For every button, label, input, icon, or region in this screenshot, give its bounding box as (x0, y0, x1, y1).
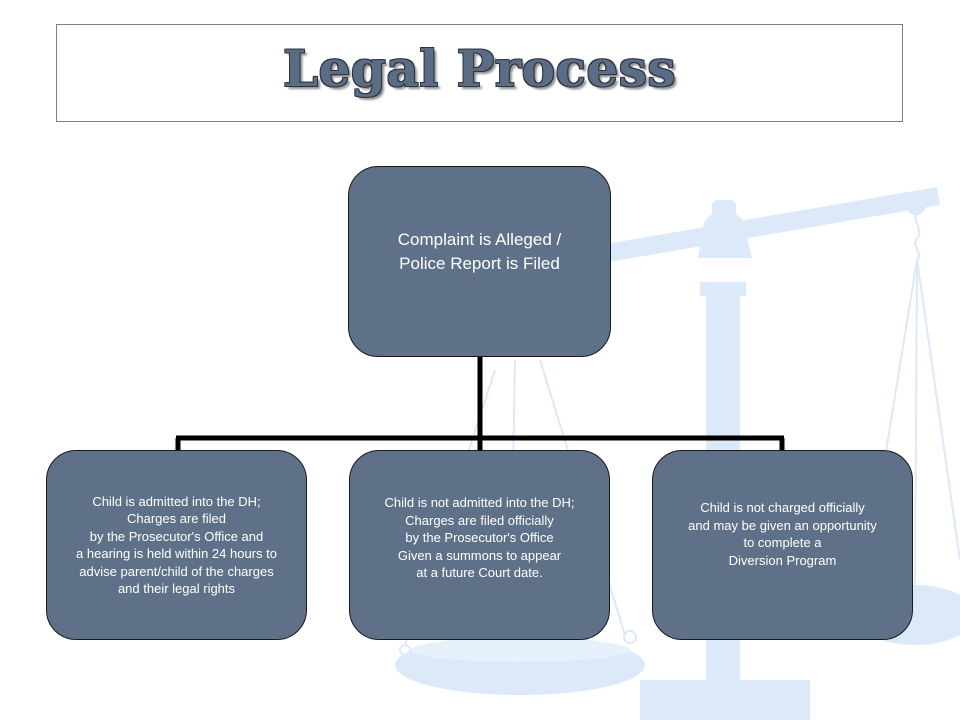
node-admitted-into-dh: Child is admitted into the DH; Charges a… (46, 450, 307, 640)
node-complaint-alleged: Complaint is Alleged / Police Report is … (348, 166, 611, 357)
node-not-admitted-into-dh-text: Child is not admitted into the DH; Charg… (384, 495, 575, 581)
node-admitted-into-dh-text: Child is admitted into the DH; Charges a… (76, 493, 277, 597)
page-title: Legal Process (282, 38, 677, 98)
node-complaint-alleged-text: Complaint is Alleged / Police Report is … (397, 229, 562, 273)
node-not-admitted-into-dh: Child is not admitted into the DH; Charg… (349, 450, 610, 640)
title-box: Legal Process (56, 24, 903, 122)
node-not-charged-officially-text: Child is not charged officially and may … (688, 500, 877, 568)
node-not-charged-officially: Child is not charged officially and may … (652, 450, 913, 640)
